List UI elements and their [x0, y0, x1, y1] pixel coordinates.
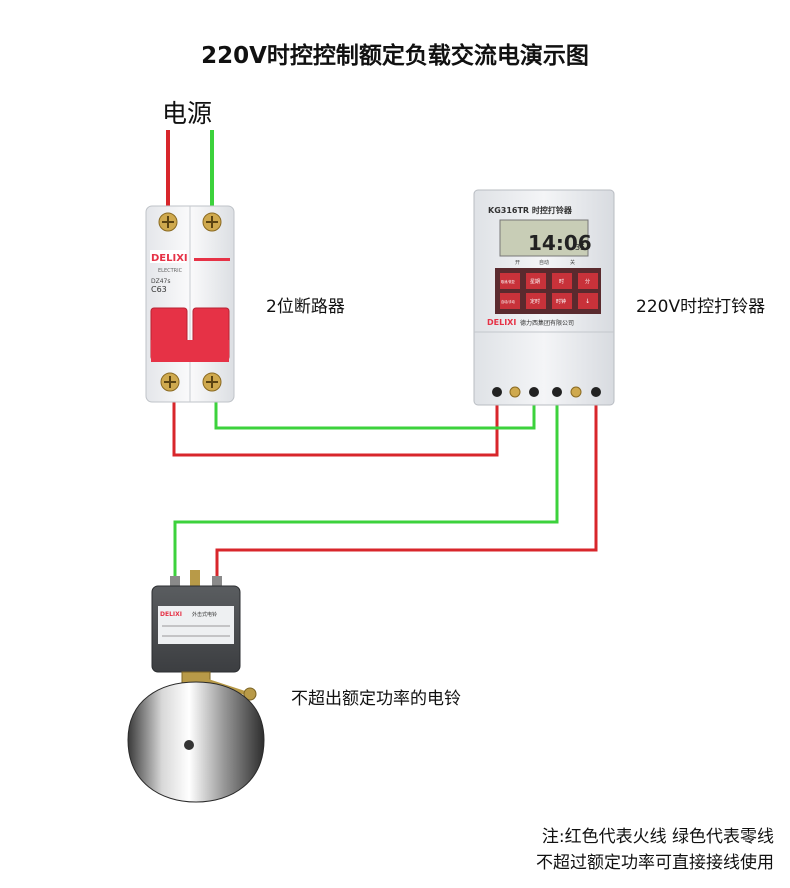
breaker-to-timer-neutral-wire	[214, 396, 536, 430]
timer-button-cancel[interactable]	[500, 273, 520, 289]
bell-dome	[127, 681, 265, 803]
timer-button-minute-label: 分	[585, 278, 590, 285]
timer-button-schedule[interactable]	[526, 293, 546, 309]
timer-terminal-1	[492, 387, 502, 397]
timer-button-schedule-label: 定时	[530, 298, 540, 305]
timer-button-clock-label: 时钟	[556, 298, 566, 305]
breaker-brand: DELIXI	[151, 253, 188, 264]
timer-button-hour-label: 时	[559, 278, 564, 285]
timer-company: 德力西集团有限公司	[520, 319, 574, 327]
bell-label: 不超出额定功率的电铃	[291, 689, 461, 709]
timer-button-auto-label: 自动/手动	[501, 299, 515, 304]
timer-button-auto[interactable]	[500, 293, 520, 309]
breaker-label: 2位断路器	[266, 297, 345, 317]
timer-button-clock[interactable]	[552, 293, 572, 309]
breaker-rating: C63	[151, 285, 167, 294]
timer-label: 220V时控打铃器	[636, 297, 766, 317]
note-line-1: 注:红色代表火线 绿色代表零线	[541, 827, 774, 847]
timer-model: KG316TR 时控打铃器	[488, 205, 573, 215]
timer-button-down[interactable]	[578, 293, 598, 309]
note-line-2: 不超过额定功率可直接接线使用	[536, 853, 774, 873]
timer-button-cancel-label: 取消/恢复	[501, 279, 516, 284]
timer-status-auto: 自动	[539, 259, 549, 266]
timer-button-down-label: ↓	[585, 298, 590, 305]
timer-terminal-5	[570, 386, 582, 398]
bell-brand: DELIXI	[160, 611, 182, 618]
power-source-label: 电源	[162, 99, 213, 128]
breaker-sub: ELECTRIC	[158, 268, 183, 274]
timer-to-bell-neutral-wire	[173, 396, 559, 590]
timer-button-week[interactable]	[526, 273, 546, 289]
timer-button-minute[interactable]	[578, 273, 598, 289]
timer-terminal-6	[591, 387, 601, 397]
timer-status-off: 关	[570, 259, 575, 266]
timer-terminal-4	[552, 387, 562, 397]
timer-terminal-2	[509, 386, 521, 398]
electric-bell: DELIXI 外击式电铃	[127, 570, 265, 803]
timer-brand: DELIXI	[487, 318, 516, 327]
timer-lcd-seconds: 35	[575, 243, 585, 252]
timer-to-bell-live-wire	[215, 396, 598, 590]
page-title: 220V时控控制额定负载交流电演示图	[201, 43, 589, 69]
time-controller: KG316TR 时控打铃器 14:06 35 开 自动 关 取消/恢复 星期 时…	[473, 189, 615, 406]
breaker-model: DZ47s	[151, 278, 171, 285]
timer-lcd	[499, 219, 589, 257]
timer-lcd-time: 14:06	[528, 231, 592, 255]
breaker-to-timer-live-wire	[172, 396, 499, 457]
timer-button-week-label: 星期	[530, 279, 540, 285]
timer-button-hour[interactable]	[552, 273, 572, 289]
timer-status-on: 开	[515, 260, 520, 266]
timer-terminal-3	[529, 387, 539, 397]
circuit-breaker: DELIXI ELECTRIC DZ47s C63	[145, 205, 235, 403]
bell-type: 外击式电铃	[192, 611, 217, 618]
